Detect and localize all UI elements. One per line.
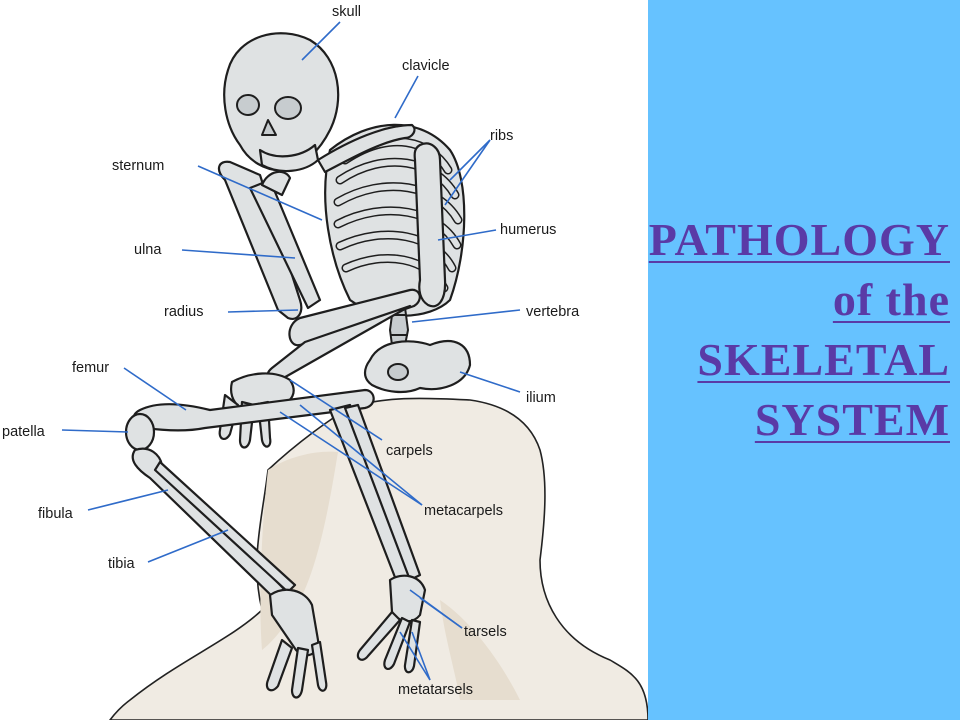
label-tarsels: tarsels bbox=[464, 624, 507, 640]
bone-labels: skull clavicle ribs sternum humerus ulna… bbox=[2, 4, 580, 698]
label-patella: patella bbox=[2, 424, 46, 440]
label-fibula: fibula bbox=[38, 506, 74, 522]
label-sternum: sternum bbox=[112, 158, 164, 174]
label-carpels: carpels bbox=[386, 443, 433, 459]
label-radius: radius bbox=[164, 304, 204, 320]
rock bbox=[108, 397, 648, 720]
label-clavicle: clavicle bbox=[402, 58, 450, 74]
label-vertebra: vertebra bbox=[526, 304, 580, 320]
title-line-2[interactable]: of the bbox=[832, 274, 950, 325]
skeleton-diagram: skull clavicle ribs sternum humerus ulna… bbox=[2, 4, 648, 720]
label-ulna: ulna bbox=[134, 242, 162, 258]
skeleton-illustration: skull clavicle ribs sternum humerus ulna… bbox=[2, 4, 648, 720]
title-line-4[interactable]: SYSTEM bbox=[754, 394, 950, 445]
label-ilium: ilium bbox=[526, 390, 556, 406]
skeleton bbox=[124, 32, 472, 699]
pointer-lines bbox=[61, 21, 521, 681]
label-metacarpels: metacarpels bbox=[424, 503, 503, 519]
label-skull: skull bbox=[332, 4, 361, 20]
label-ribs: ribs bbox=[490, 128, 513, 144]
title-line-1[interactable]: PATHOLOGY bbox=[648, 214, 950, 265]
label-tibia: tibia bbox=[108, 556, 136, 572]
label-humerus: humerus bbox=[500, 222, 556, 238]
title-panel: PATHOLOGY of the SKELETAL SYSTEM bbox=[648, 0, 960, 720]
label-femur: femur bbox=[72, 360, 109, 376]
title-line-3[interactable]: SKELETAL bbox=[697, 334, 950, 385]
slide-title[interactable]: PATHOLOGY of the SKELETAL SYSTEM bbox=[649, 210, 950, 450]
label-metatarsels: metatarsels bbox=[398, 682, 473, 698]
